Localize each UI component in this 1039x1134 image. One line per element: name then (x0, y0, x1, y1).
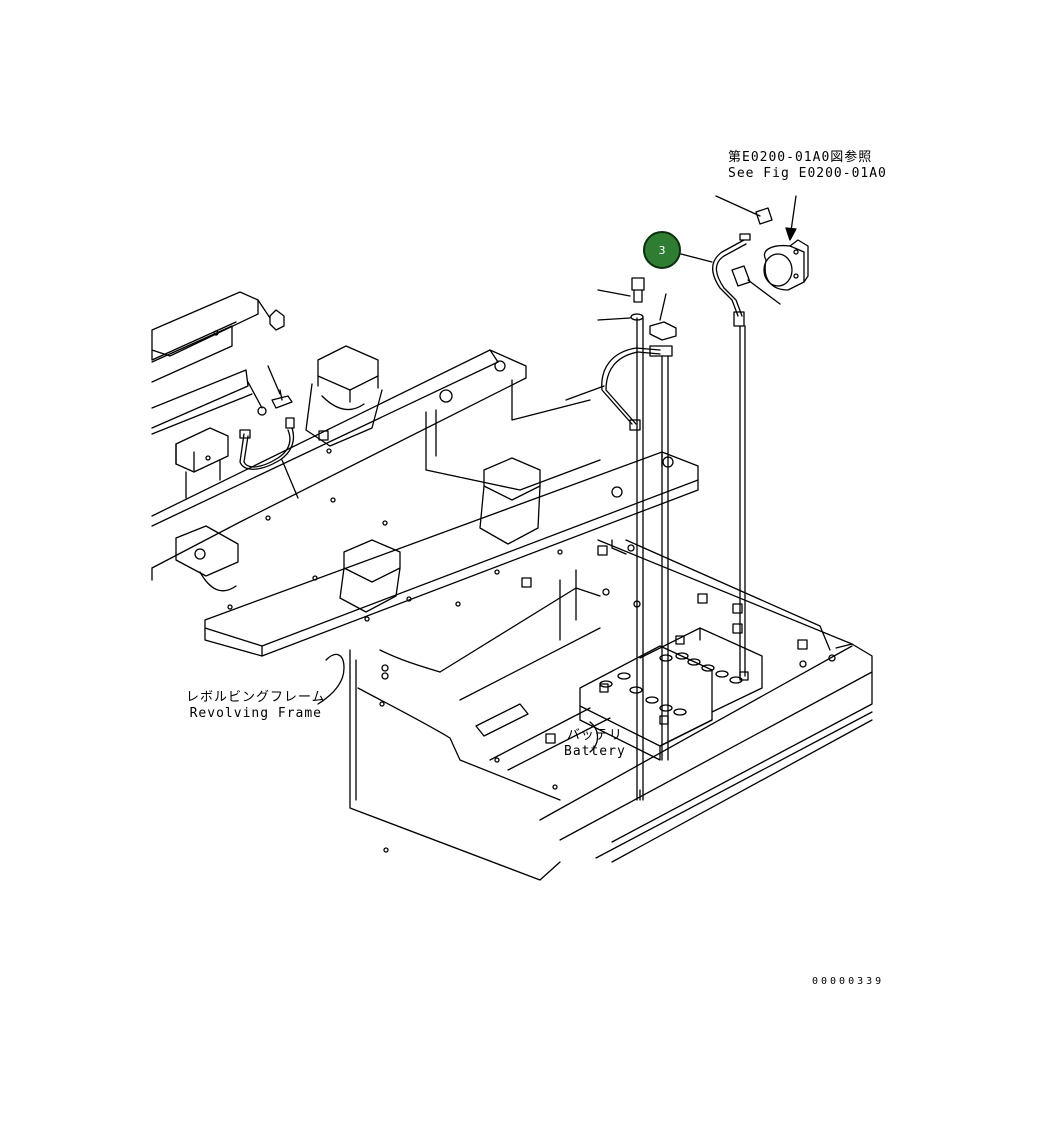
revolving-frame-leader (317, 653, 345, 705)
reference-note-jp: 第E0200-01A0図参照 (728, 150, 873, 165)
part-callout-number: 3 (658, 243, 666, 257)
battery-label: バッテリ Battery (564, 728, 626, 760)
part-callout-3[interactable]: 3 (643, 231, 681, 269)
figure-number: 00000339 (812, 976, 885, 987)
battery-label-jp: バッテリ (566, 728, 623, 743)
reference-note: 第E0200-01A0図参照 See Fig E0200-01A0 (728, 150, 887, 182)
revolving-frame (151, 291, 699, 881)
reference-note-en: See Fig E0200-01A0 (728, 166, 887, 181)
battery-deck (318, 430, 873, 863)
battery-label-en: Battery (564, 744, 626, 759)
battery-leader (589, 721, 599, 753)
battery-cable-assembly (565, 195, 809, 801)
revolving-frame-label-jp: レボルビングフレーム (186, 690, 326, 705)
left-harness (239, 299, 299, 499)
revolving-frame-label-en: Revolving Frame (189, 706, 323, 721)
revolving-frame-label: レボルビングフレーム Revolving Frame (186, 690, 326, 722)
